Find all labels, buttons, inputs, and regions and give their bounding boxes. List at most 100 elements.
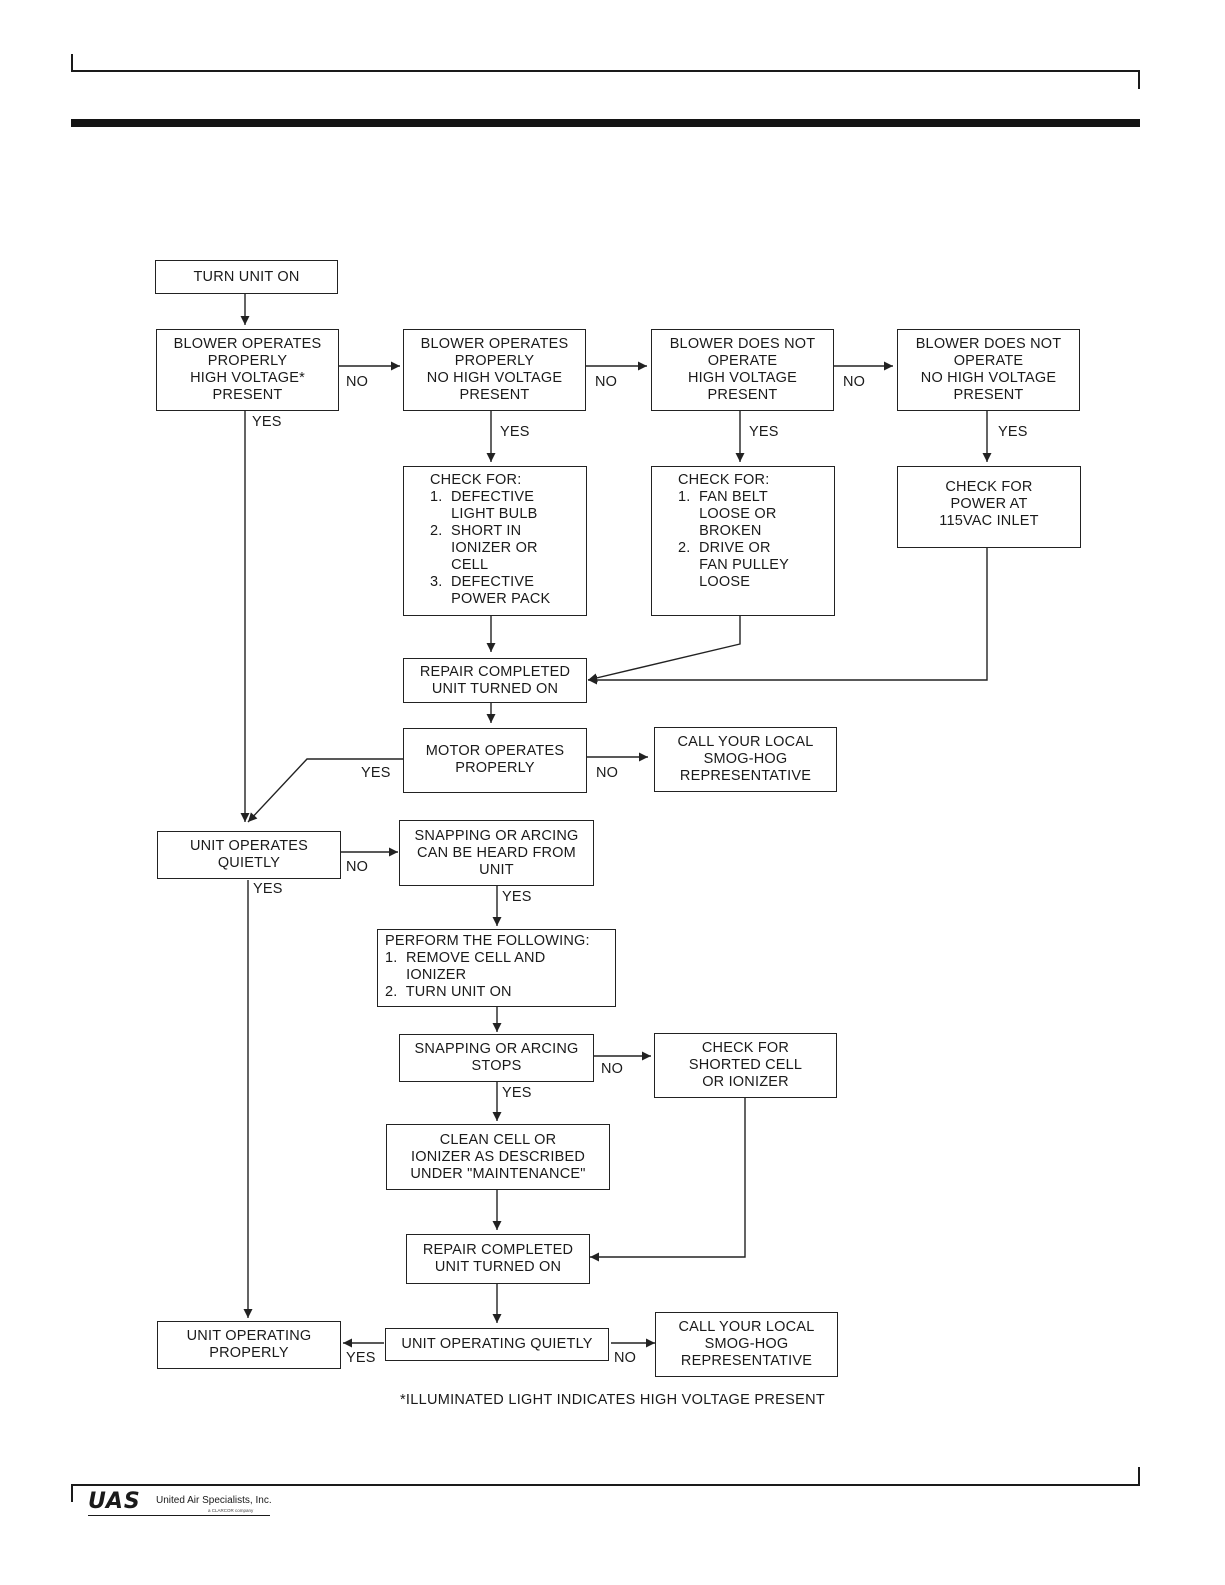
bottom-rule [71,1484,1140,1486]
footnote: *ILLUMINATED LIGHT INDICATES HIGH VOLTAG… [399,1392,826,1408]
box-text-line: UNIT OPERATING QUIETLY [401,1336,593,1352]
box-text-line: HIGH VOLTAGE* [190,370,305,386]
box-text-line: 3. DEFECTIVE [430,574,535,590]
box-text-line: PRESENT [459,387,530,403]
label-yes: YES [361,765,391,781]
logo-mark: UAS [88,1489,141,1514]
label-no: NO [346,374,369,390]
box-text-line: IONIZER OR [430,540,538,556]
label-no: NO [843,374,866,390]
header-bar [71,119,1140,127]
box-text-line: UNIT TURNED ON [434,1259,562,1275]
box-text-line: BLOWER OPERATES [173,336,322,352]
box-text-line: SNAPPING OR ARCING [414,1041,579,1057]
arrow-check3-to-repair1 [587,615,741,683]
box-text-line: CELL [430,557,489,573]
box-text-line: MOTOR OPERATES [425,743,565,759]
box-text-line: PROPERLY [209,1345,289,1361]
box-text-line: POWER PACK [430,591,551,607]
label-yes: YES [502,889,532,905]
box-text-line: BLOWER DOES NOT [669,336,816,352]
box-text-line: 2. SHORT IN [430,523,522,539]
box-text-line: NO HIGH VOLTAGE [426,370,563,386]
box-unit-operating-quietly: UNIT OPERATING QUIETLY [385,1328,609,1361]
box-text-line: LOOSE [678,574,751,590]
box-text-line: 1. DEFECTIVE [430,489,535,505]
box-text-line: 2. DRIVE OR [678,540,771,556]
box-text-line: PROPERLY [207,353,288,369]
box-text-line: IONIZER [385,967,467,983]
box-text-line: REPAIR COMPLETED [422,1242,574,1258]
box-text-line: HIGH VOLTAGE [687,370,798,386]
label-no: NO [595,374,618,390]
label-yes: YES [502,1085,532,1101]
box-text-line: REPRESENTATIVE [680,1353,813,1369]
label-no: NO [614,1350,637,1366]
box-text-line: PROPERLY [455,760,535,776]
label-no: NO [601,1061,624,1077]
box-text-line: OR IONIZER [702,1074,789,1090]
box-text-line: 1. FAN BELT [678,489,768,505]
box-text-line: LOOSE OR [678,506,777,522]
box-text-line: UNIT OPERATES [189,838,309,854]
label-yes: YES [252,414,282,430]
box-text-line: REPAIR COMPLETED [419,663,571,680]
box-text-line: OPERATE [953,353,1024,369]
label-yes: YES [749,424,779,440]
box-text-line: QUIETLY [217,855,281,871]
label-no: NO [346,859,369,875]
label-yes: YES [998,424,1028,440]
box-text-line: 115VAC INLET [939,513,1039,529]
box-turn-unit-on: TURN UNIT ON [155,260,338,294]
box-text-line: CALL YOUR LOCAL [678,1319,815,1335]
box-text-line: SNAPPING OR ARCING [414,827,579,844]
box-text-line: PRESENT [707,387,778,403]
box-text-line: CAN BE HEARD FROM [417,844,576,861]
box-text-line: STOPS [471,1058,522,1074]
box-text-line: LIGHT BULB [430,506,538,522]
box-text-line: UNIT TURNED ON [431,680,559,697]
box-text-line: CHECK FOR: [430,472,522,488]
box-text-line: 1. REMOVE CELL AND [385,950,546,966]
box-text-line: CHECK FOR [945,479,1033,495]
box-text-line: UNDER "MAINTENANCE" [410,1165,586,1182]
box-text-line: TURN UNIT ON [193,268,300,285]
logo-underline [88,1515,270,1516]
box-text-line: CALL YOUR LOCAL [677,734,814,750]
box-text-line: 2. TURN UNIT ON [385,984,512,1000]
box-text-line: UNIT OPERATING [186,1328,312,1344]
arrow-check4-to-repair1 [588,545,988,685]
box-text-line: REPRESENTATIVE [679,768,812,784]
bottom-rule-tick-right [1138,1467,1140,1485]
logo-parent-company: a CLARCOR company [208,1508,254,1513]
label-yes: YES [253,881,283,897]
box-text-line: PRESENT [953,387,1024,403]
box-text-line: OPERATE [707,353,778,369]
arrow-shorted-to-repair2 [590,1097,746,1262]
box-text-line: PROPERLY [454,353,535,369]
box-text-line: SHORTED CELL [688,1057,803,1073]
top-rule-tick-right [1138,70,1140,89]
uas-logo: UAS United Air Specialists, Inc. a CLARC… [88,1489,288,1519]
label-yes: YES [346,1350,376,1366]
box-text-line: IONIZER AS DESCRIBED [410,1148,585,1165]
top-rule [71,70,1140,72]
box-text-line: UNIT [479,861,514,878]
